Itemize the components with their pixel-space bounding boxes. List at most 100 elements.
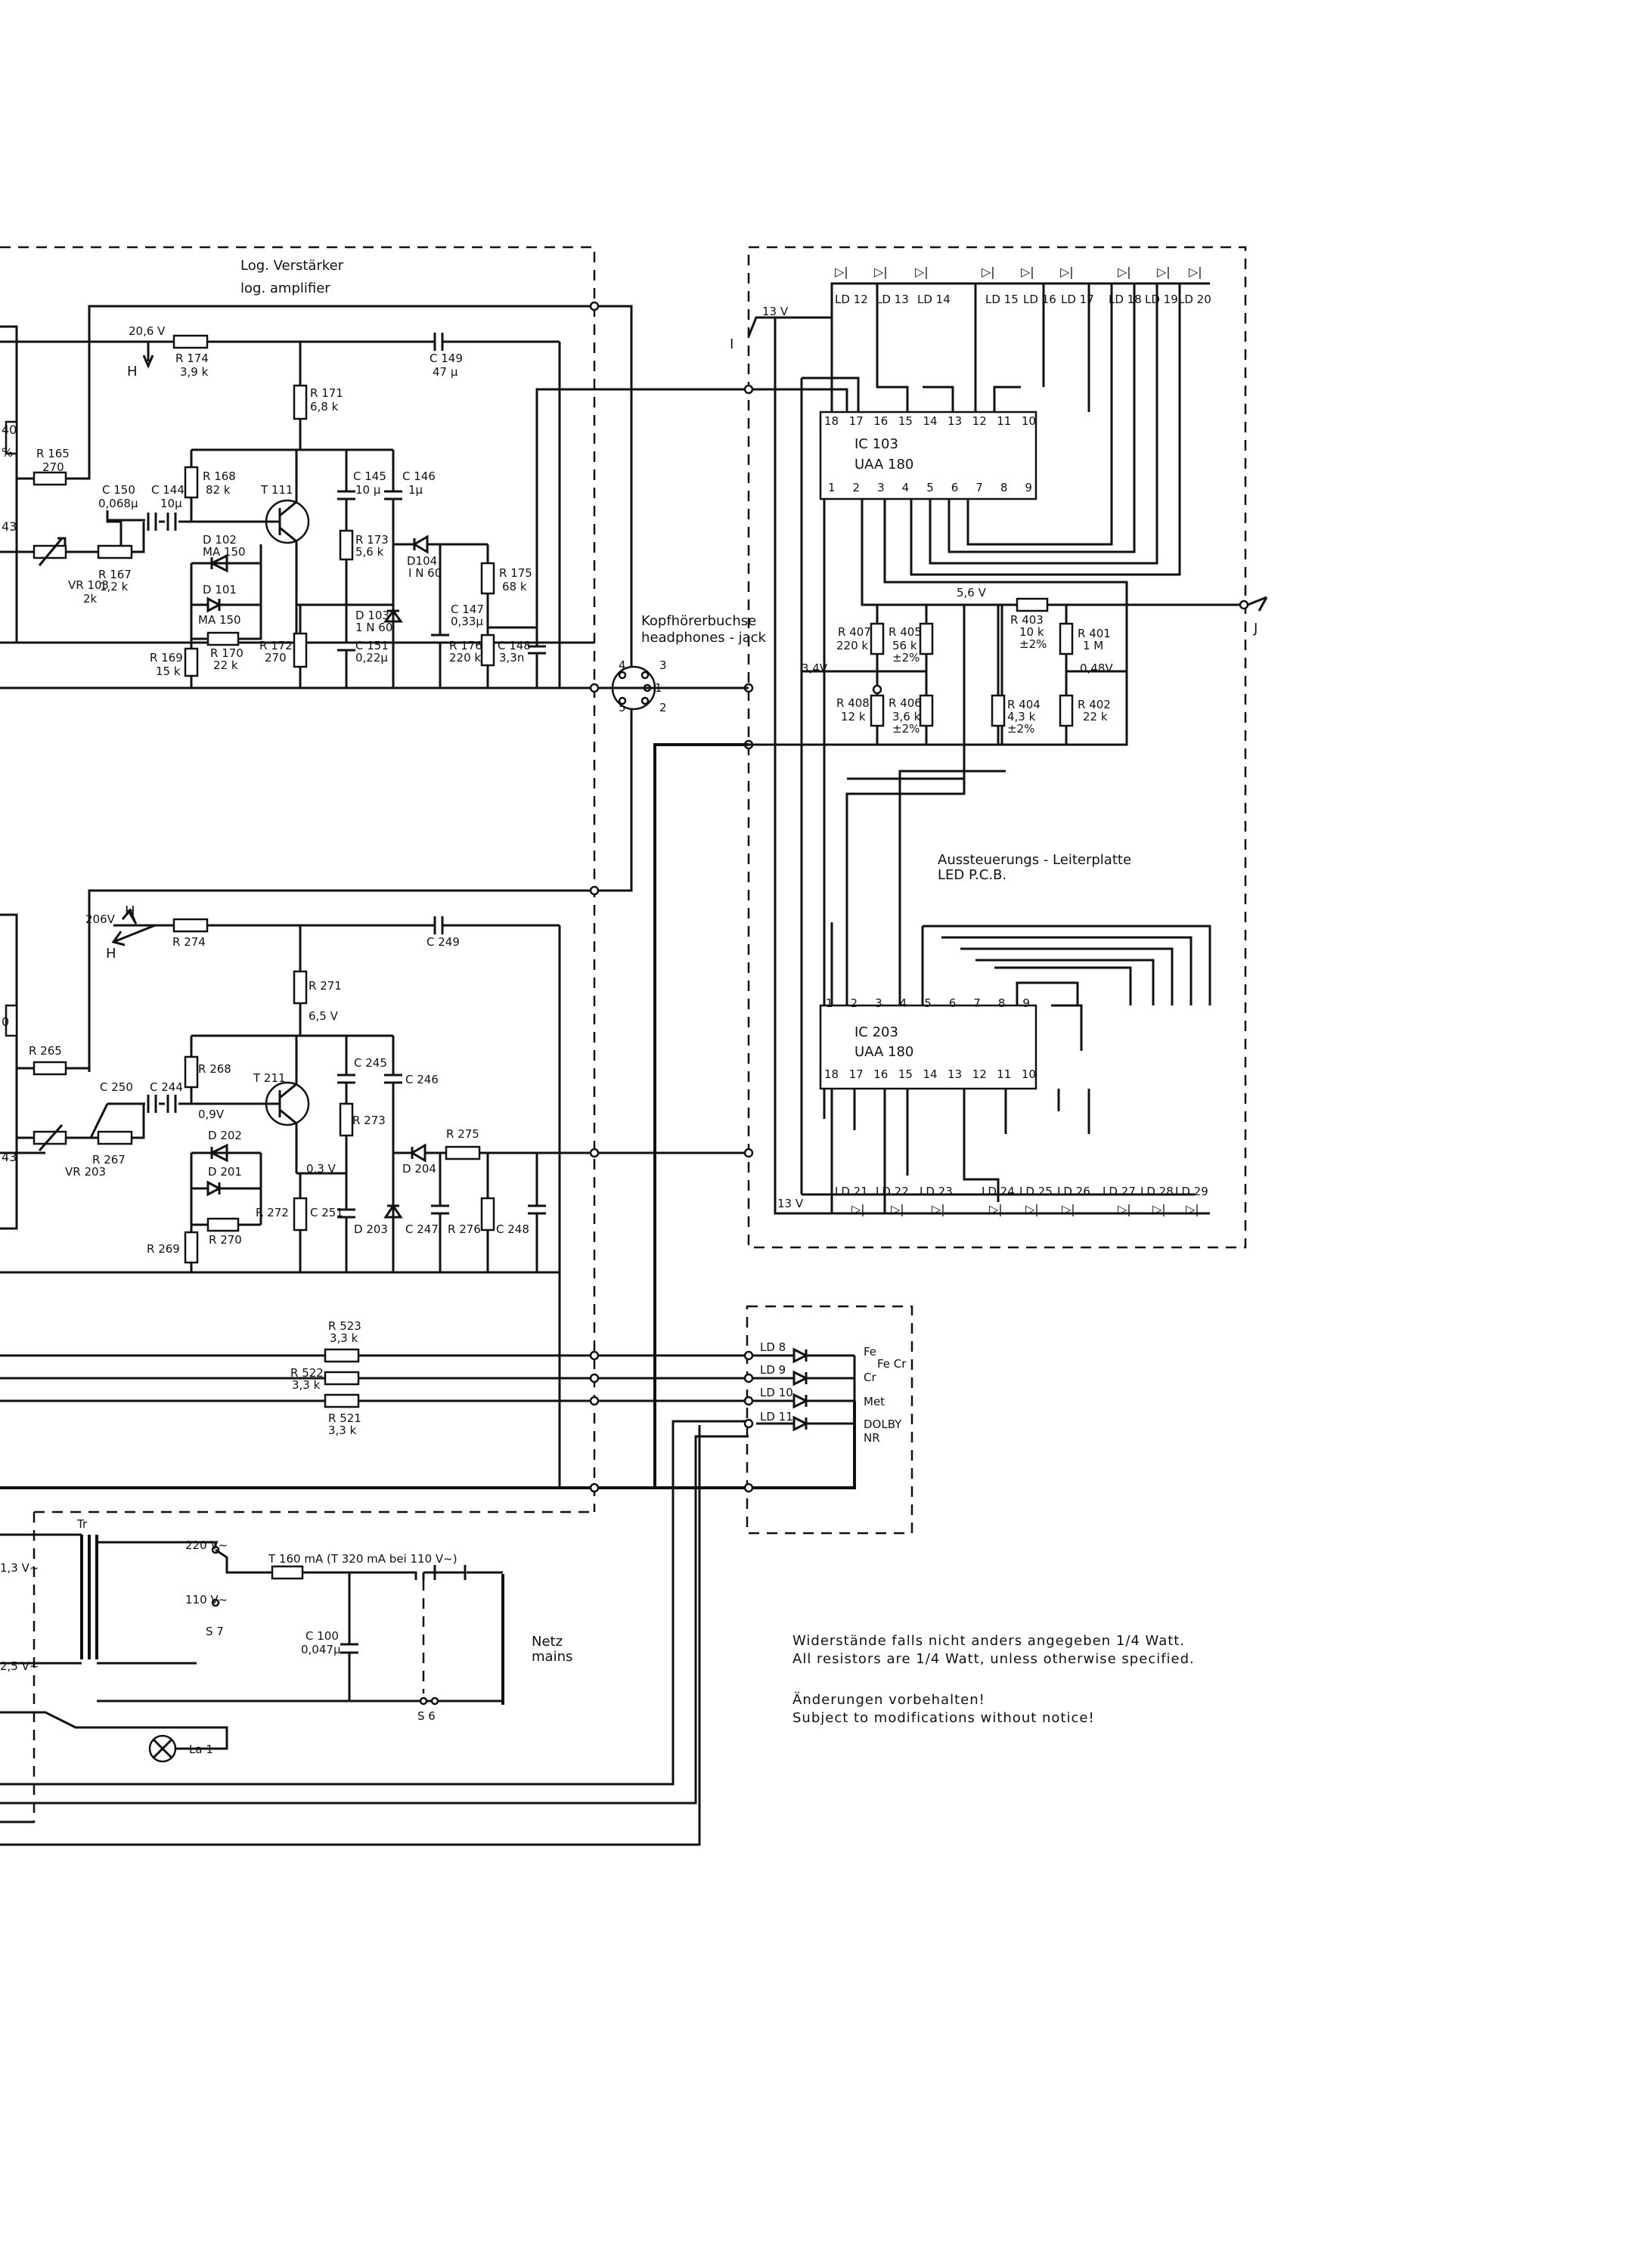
met-label: Met — [864, 1395, 885, 1408]
ic103-pin: 6 — [951, 481, 959, 494]
ic203-pin: 13 — [948, 1067, 963, 1081]
r408-label: R 408 — [836, 696, 870, 710]
c151-value: 0,22µ — [355, 651, 388, 665]
ic203-pin: 5 — [924, 996, 932, 1010]
r171-value: 6,8 k — [310, 400, 339, 414]
r273-label: R 273 — [352, 1114, 386, 1127]
led-icon: ▷| — [1118, 1202, 1131, 1216]
led-icon: ▷| — [1189, 265, 1202, 279]
mains-label-de: Netz — [532, 1634, 563, 1650]
s7-label: S 7 — [206, 1625, 224, 1638]
c150-value: 0,068µ — [98, 497, 138, 510]
sec2-label: 2,5 V~ — [0, 1659, 39, 1673]
note-resistors-en: All resistors are 1/4 Watt, unless other… — [792, 1651, 1195, 1667]
note-resistors-de: Widerstände falls nicht anders angegeben… — [792, 1633, 1186, 1649]
led-label: LD 26 — [1057, 1185, 1090, 1198]
indicator-led-label: LD 11 — [760, 1410, 793, 1424]
led-label: LD 24 — [982, 1185, 1015, 1198]
r403-value: 10 k — [1019, 625, 1044, 639]
r169-value: 15 k — [156, 665, 181, 678]
jack-pin: 2 — [659, 701, 667, 714]
r407-label: R 407 — [838, 625, 871, 639]
voltage-0-48: 0,48V — [1080, 662, 1113, 675]
connector-nodes — [589, 301, 754, 1493]
ic203-pin: 15 — [898, 1067, 913, 1081]
ic203-pin: 10 — [1021, 1067, 1036, 1081]
d101-label: D 101 — [203, 583, 237, 596]
cr-label: Cr — [864, 1371, 876, 1384]
led-icon: ▷| — [874, 265, 888, 279]
d202-label: D 202 — [208, 1129, 242, 1142]
fuse-label: T 160 mA (T 320 mA bei 110 V~) — [268, 1552, 457, 1566]
led-icon: ▷| — [1025, 1202, 1039, 1216]
ic103-pin: 12 — [972, 414, 987, 428]
r402-value: 22 k — [1083, 710, 1108, 723]
r403-tol: ±2% — [1019, 637, 1047, 651]
ic203-bottom-pins: 18 17 16 15 14 13 12 11 10 — [824, 1067, 1036, 1081]
led-label: LD 22 — [876, 1185, 909, 1198]
c144-label: C 144 — [151, 483, 185, 497]
c244-label: C 244 — [150, 1080, 183, 1094]
voltage-13-bottom: 13 V — [777, 1197, 804, 1210]
led-icon: ▷| — [932, 1202, 945, 1216]
ic203-pin: 17 — [848, 1067, 864, 1081]
r268-label: R 268 — [198, 1062, 231, 1076]
r401-value: 1 M — [1083, 639, 1104, 652]
led-label: LD 15 — [985, 293, 1019, 306]
c150-label: C 150 — [102, 483, 135, 497]
voltage-0-9: 0,9V — [198, 1108, 225, 1121]
ic103-pin: 9 — [1025, 481, 1032, 494]
s6-label: S 6 — [417, 1709, 436, 1723]
voltage-5-6: 5,6 V — [957, 586, 986, 600]
c146-value: 1µ — [408, 483, 423, 497]
headphone-jack — [611, 665, 749, 1488]
fe-label: Fe — [864, 1345, 877, 1359]
voltage-6-5: 6,5 V — [309, 1009, 338, 1023]
r176-value: 220 k — [449, 651, 482, 665]
ic103-pin: 4 — [901, 481, 910, 494]
ic103 — [819, 411, 1037, 500]
r404-tol: ±2% — [1007, 722, 1035, 736]
mains-label-en: mains — [532, 1649, 573, 1665]
t211-label: T 211 — [253, 1071, 286, 1085]
led-label: LD 12 — [835, 293, 868, 306]
r402-label: R 402 — [1078, 698, 1111, 711]
c149-value: 47 µ — [433, 365, 458, 379]
log-amp-title-en: log. amplifier — [240, 280, 330, 296]
r523-label: R 523 — [328, 1319, 361, 1333]
r271-label: R 271 — [309, 979, 342, 993]
d203-label: D 203 — [354, 1222, 388, 1236]
jack-pin: 5 — [619, 701, 626, 714]
c145-label: C 145 — [353, 469, 386, 483]
ic103-top-pins: 18 17 16 15 14 13 12 11 10 — [824, 414, 1036, 428]
led-icon: ▷| — [989, 1202, 1003, 1216]
la1-label: La 1 — [189, 1743, 213, 1756]
r404-label: R 404 — [1007, 698, 1041, 711]
c245-label: C 245 — [354, 1056, 387, 1070]
ic103-pin: 16 — [873, 414, 889, 428]
v110-label: 110 V~ — [185, 1593, 228, 1606]
ic103-pin: 3 — [877, 481, 885, 494]
ic203-pin: 7 — [973, 996, 981, 1010]
r172-label: R 172 — [259, 639, 293, 652]
node-i: I — [730, 336, 734, 352]
edge-label-0: 0 — [2, 1015, 9, 1029]
led-icon: ▷| — [1021, 265, 1034, 279]
r167-value: 1,2 k — [100, 580, 129, 593]
r165-label: R 165 — [36, 447, 70, 460]
dolby-label: DOLBY — [864, 1418, 902, 1431]
voltage-13-top: 13 V — [762, 305, 789, 318]
led-icon: ▷| — [1186, 1202, 1199, 1216]
r165-value: 270 — [42, 460, 64, 474]
sec1-label: 1,3 V~ — [0, 1561, 39, 1575]
ic203-pin: 6 — [948, 996, 957, 1010]
t111-label: T 111 — [261, 483, 293, 497]
c144-value: 10µ — [160, 497, 182, 510]
c100-label: C 100 — [305, 1629, 339, 1643]
ic203-name: IC 203 — [854, 1024, 898, 1040]
r406-value: 3,6 k — [892, 710, 921, 723]
ic103-pin: 13 — [948, 414, 963, 428]
led-label: LD 27 — [1103, 1185, 1136, 1198]
ic103-pin: 2 — [852, 481, 861, 494]
ic203-type: UAA 180 — [854, 1044, 914, 1060]
